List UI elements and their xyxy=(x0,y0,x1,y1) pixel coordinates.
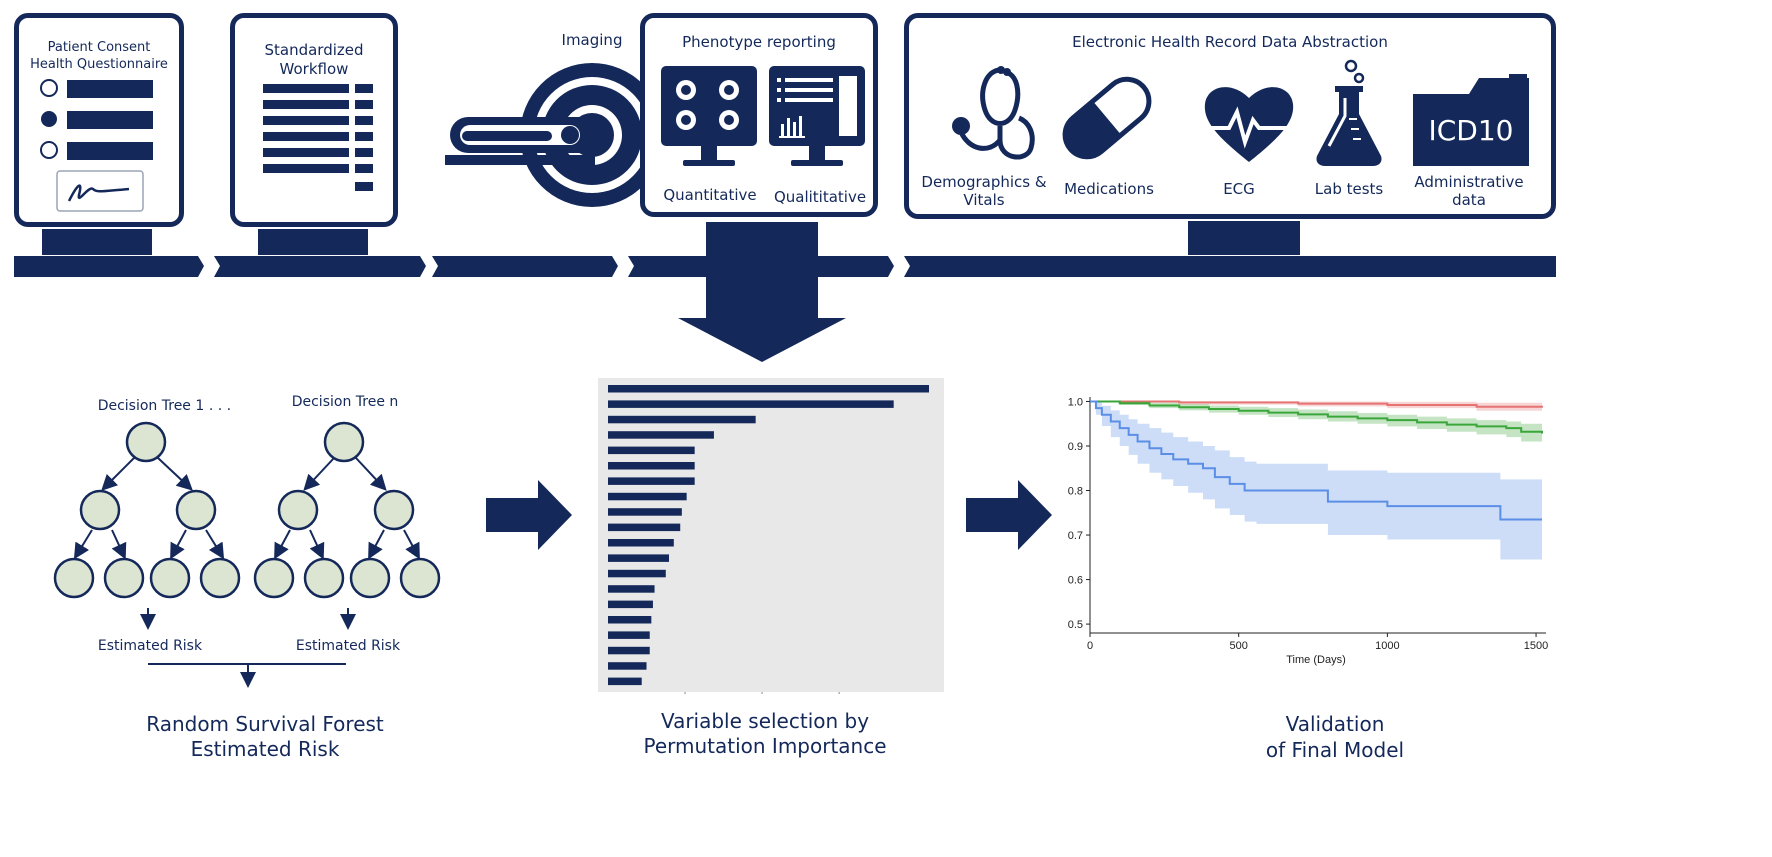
heart-ecg-icon xyxy=(1204,87,1294,162)
importance-bar xyxy=(608,631,650,639)
questionnaire-icon xyxy=(40,79,153,212)
confidence-band-2 xyxy=(1090,401,1542,560)
y-tick-label: 0.6 xyxy=(1068,575,1083,587)
importance-bar xyxy=(608,385,929,393)
importance-bar xyxy=(608,554,669,562)
importance-bar xyxy=(608,400,894,408)
consent-title-line1: Patient Consent xyxy=(47,40,151,55)
y-tick-label: 0.7 xyxy=(1068,530,1083,542)
importance-bar xyxy=(608,508,682,516)
folder-icon: ICD10 xyxy=(1413,74,1529,166)
decision-trees xyxy=(53,421,441,688)
imaging-title: Imaging xyxy=(561,31,623,49)
pill-icon xyxy=(1062,76,1152,160)
ehr-item-ecg: ECG xyxy=(1223,180,1255,198)
down-arrow xyxy=(678,222,846,362)
importance-bar xyxy=(608,569,666,578)
x-tick-label: 1500 xyxy=(1524,640,1548,652)
stethoscope-icon xyxy=(952,66,1035,160)
importance-bar xyxy=(608,662,647,670)
importance-bar xyxy=(608,477,695,485)
consent-card: Patient Consent Health Questionnaire xyxy=(14,13,184,227)
flask-icon xyxy=(1316,59,1382,166)
tree1-label: Decision Tree 1 xyxy=(97,398,205,414)
workflow-title-line2: Workflow xyxy=(279,60,349,78)
ehr-item-demographics-line1: Demographics & xyxy=(921,173,1047,191)
survival-line-0 xyxy=(1090,400,1543,408)
y-tick-label: 1.0 xyxy=(1068,396,1083,408)
phenotype-title: Phenotype reporting xyxy=(682,33,836,51)
forest-caption-line2: Estimated Risk xyxy=(190,737,340,761)
importance-bar xyxy=(608,523,681,532)
ehr-title: Electronic Health Record Data Abstractio… xyxy=(1072,33,1388,51)
importance-bar xyxy=(608,677,642,686)
right-arrow-2 xyxy=(966,480,1052,550)
importance-caption-line1: Variable selection by xyxy=(660,709,870,733)
x-tick-label: 1000 xyxy=(1375,640,1399,652)
importance-bar xyxy=(608,462,695,470)
importance-bar xyxy=(608,585,655,593)
qualitative-label: Qualititative xyxy=(773,188,867,206)
importance-bar xyxy=(608,539,674,547)
importance-bar xyxy=(608,446,695,455)
x-tick-label: 0 xyxy=(1087,640,1093,652)
importance-bar xyxy=(608,616,652,624)
ehr-item-medications: Medications xyxy=(1064,180,1154,198)
x-tick-label: 500 xyxy=(1230,640,1248,652)
importance-bar-chart xyxy=(598,378,944,694)
pipeline-bar xyxy=(14,221,1556,362)
folder-text: ICD10 xyxy=(1429,114,1514,147)
importance-bar xyxy=(608,492,687,501)
tree1-risk-label: Estimated Risk xyxy=(97,638,203,654)
ehr-item-demographics-line2: Vitals xyxy=(963,191,1005,209)
ehr-item-admin-line1: Administrative xyxy=(1414,173,1524,191)
survival-line-1 xyxy=(1090,400,1543,434)
qualitative-monitor-icon xyxy=(769,66,865,166)
workflow-title-line1: Standardized xyxy=(264,41,364,59)
y-tick-label: 0.5 xyxy=(1068,619,1083,631)
forest-caption-line1: Random Survival Forest xyxy=(146,712,384,736)
importance-bar xyxy=(608,415,756,424)
ehr-item-admin-line2: data xyxy=(1452,191,1486,209)
validation-caption-line2: of Final Model xyxy=(1265,738,1405,762)
right-arrow-1 xyxy=(486,480,572,550)
treen-label: Decision Tree n xyxy=(291,394,399,410)
quantitative-monitor-icon xyxy=(661,66,757,166)
importance-bar xyxy=(608,600,653,609)
importance-bar xyxy=(608,431,714,439)
workflow-list-icon xyxy=(263,84,373,191)
consent-title-line2: Health Questionnaire xyxy=(30,57,168,72)
importance-caption-line2: Permutation Importance xyxy=(643,734,887,758)
workflow-card: Standardized Workflow xyxy=(230,13,398,227)
importance-bar xyxy=(608,646,650,655)
survival-line-2 xyxy=(1090,400,1542,521)
y-tick-label: 0.8 xyxy=(1068,486,1083,498)
validation-caption-line1: Validation xyxy=(1285,712,1385,736)
tree-ellipsis: . . . xyxy=(208,398,232,414)
treen-risk-label: Estimated Risk xyxy=(295,638,401,654)
y-tick-label: 0.9 xyxy=(1068,441,1083,453)
confidence-band-1 xyxy=(1090,401,1542,444)
ehr-card: Electronic Health Record Data Abstractio… xyxy=(904,13,1556,219)
phenotype-card: Phenotype reporting Quantitative Qualiti… xyxy=(640,13,878,217)
importance-panel-bg xyxy=(598,378,944,692)
quantitative-label: Quantitative xyxy=(663,186,757,204)
x-axis-label: Time (Days) xyxy=(1286,654,1345,666)
mri-scanner-icon xyxy=(445,63,664,207)
ehr-item-lab-tests: Lab tests xyxy=(1314,180,1384,198)
